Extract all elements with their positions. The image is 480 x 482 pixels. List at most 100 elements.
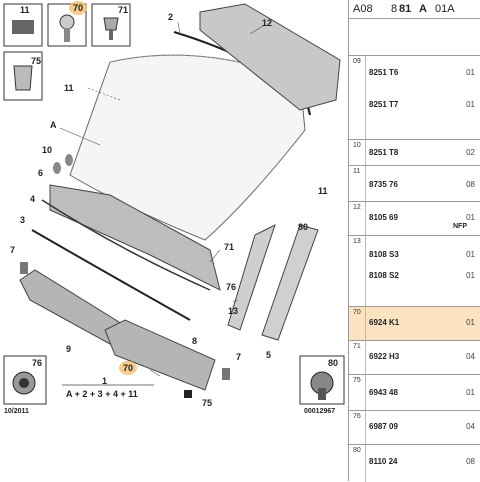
group-80: 80 8110 24 08 [349,444,480,482]
part-ref[interactable]: 6922 H3 [369,352,400,361]
bracket-clip-icon [13,65,33,91]
callout-3: 3 [20,215,26,225]
group-09: 09 8251 T6 01 8251 T7 01 [349,55,480,140]
lower-grille-8 [104,319,216,391]
part-qty: 01 [466,318,475,327]
part-qty: 01 [466,68,475,77]
panel-header: A08 8 81 A 01A [349,0,480,19]
screw-head-icon [59,14,75,30]
group-11: 11 8735 76 08 [349,165,480,202]
part-ref[interactable]: 8251 T8 [369,148,399,157]
pillar-cover-5 [261,224,319,341]
group-number: 80 [353,447,361,454]
callout-80: 80 [298,222,309,232]
leader-70 [149,369,161,377]
group-number: 75 [353,377,361,384]
group-number: 12 [353,204,361,211]
stud-10a [53,162,61,174]
callout-76: 76 [226,282,237,292]
upper-panel-12 [199,3,341,111]
callout-7: 7 [10,245,16,255]
callout-70: 70 [73,3,84,13]
clip-pin-icon [109,30,113,40]
clip-7-right [222,368,230,380]
part-qty: 01 [466,250,475,259]
seal-strip-3 [31,229,191,321]
header-part-b: 8 [391,3,398,15]
group-divider [365,202,366,236]
clip-7-left [20,262,28,274]
clip-75-part [184,390,192,398]
callout-2: 2 [168,12,174,22]
leader-11 [87,87,121,101]
group-number: 71 [353,343,361,350]
part-ref[interactable]: 8105 69 [369,213,398,222]
part-ref[interactable]: 8251 T7 [369,100,399,109]
header-part-d: A [419,3,427,15]
group-divider [365,307,366,341]
part-ref[interactable]: 8251 T6 [369,68,399,77]
part-ref[interactable]: 6987 09 [369,422,398,431]
parts-list-panel: A08 8 81 A 01A 09 8251 T6 01 8251 T7 01 … [348,0,480,482]
group-12: 12 8105 69 01 NFP [349,201,480,236]
callout-80-box: 80 [328,358,339,368]
stud-10b [65,154,73,166]
part-qty: 08 [466,457,475,466]
part-qty: 04 [466,422,475,431]
group-divider [365,341,366,375]
cowl-panel [49,184,221,291]
part-qty: 01 [466,100,475,109]
part-ref[interactable]: 8110 24 [369,457,398,466]
header-part-a: A08 [353,3,373,15]
group-divider [365,411,366,445]
callout-A: A [50,120,57,130]
callout-71: 71 [118,5,129,15]
part-ref[interactable]: 6924 K1 [369,318,400,327]
grommet-hole-icon [19,378,29,388]
group-divider [365,375,366,411]
callout-76-box: 76 [32,358,43,368]
clip-nut-icon [103,17,119,31]
group-13: 13 8108 S3 01 8108 S2 01 [349,235,480,307]
header-part-e: 01A [435,3,455,15]
part-qty: 02 [466,148,475,157]
footer-date: 10/2011 [4,408,29,415]
part-ref[interactable]: 6943 48 [369,388,398,397]
callout-70b: 70 [123,363,134,373]
leader-12 [249,25,264,35]
highlight-70-bottom [119,361,137,375]
callout-75b: 75 [202,398,213,408]
callout-75: 75 [31,56,42,66]
group-10: 10 8251 T8 02 [349,139,480,166]
screw-shank-icon [64,28,70,42]
callout-1: 1 [102,376,108,386]
part-ref[interactable]: 8735 76 [369,180,398,189]
exploded-view-drawing [3,3,345,405]
callout-7b: 7 [236,352,242,362]
callout-5: 5 [266,350,272,360]
pillar-trim-13 [227,224,276,331]
part-ref[interactable]: 8108 S2 [369,271,399,280]
footer-code: 00012967 [304,408,336,415]
part-qty: 01 [466,213,475,222]
callout-13: 13 [228,306,239,316]
callout-12: 12 [262,18,273,28]
callout-11b: 11 [64,83,74,93]
group-70-highlighted: 70 6924 K1 01 [349,306,480,341]
foam-pad-icon [12,20,34,34]
callout-6: 6 [38,168,44,178]
callout-8: 8 [192,336,198,346]
nfp-note: NFP [453,223,467,230]
group-76: 76 6987 09 04 [349,410,480,445]
part-qty: 08 [466,180,475,189]
group-number: 09 [353,58,361,65]
group-divider [365,140,366,166]
group-75: 75 6943 48 01 [349,374,480,411]
header-part-c: 81 [399,3,412,15]
group-number: 10 [353,142,361,149]
callout-11: 11 [20,5,30,15]
part-ref[interactable]: 8108 S3 [369,250,399,259]
group-divider [365,236,366,307]
assembly-formula: A + 2 + 3 + 4 + 11 [66,389,138,399]
callout-4: 4 [30,194,36,204]
